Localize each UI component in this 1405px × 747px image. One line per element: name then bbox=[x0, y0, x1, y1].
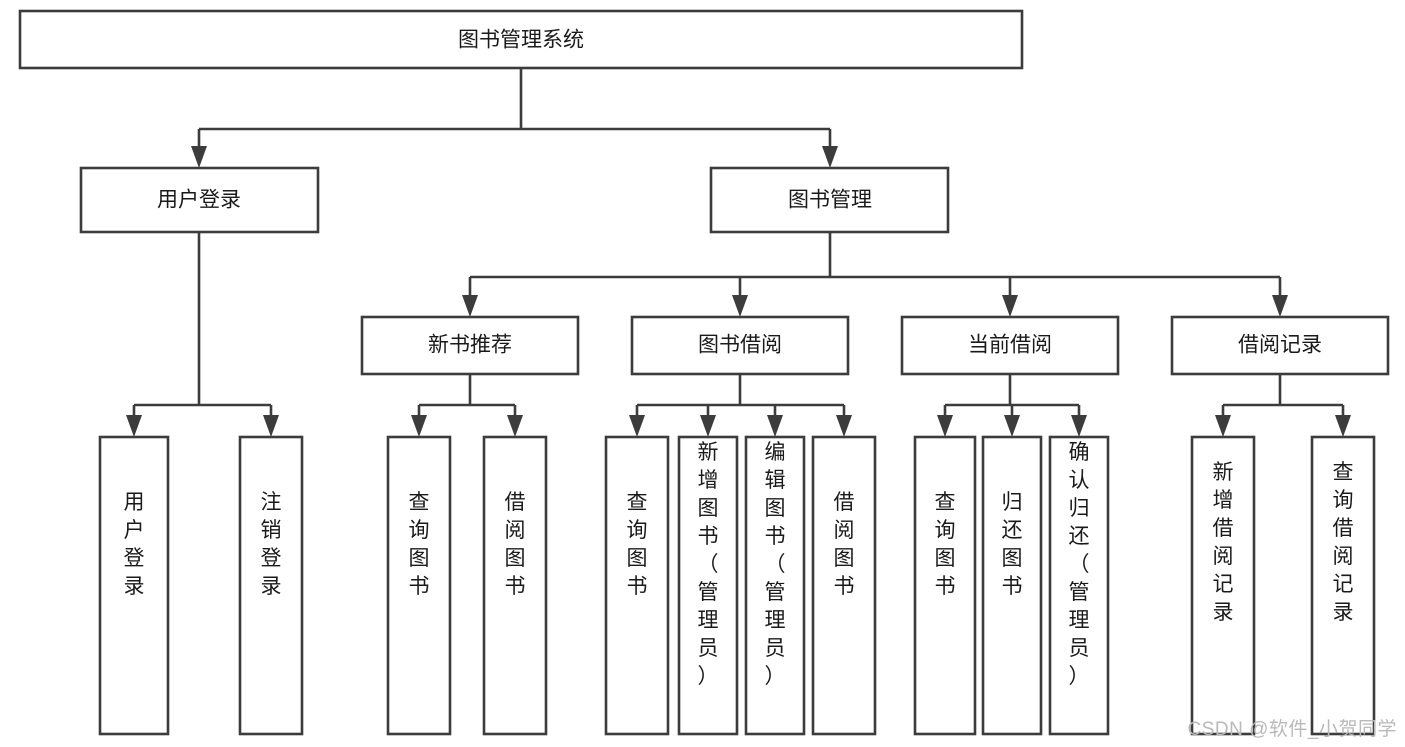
node-leaf-query-book-2[interactable]: 查询图书 bbox=[604, 435, 670, 736]
node-leaf-user-login[interactable]: 用户登录 bbox=[98, 435, 170, 736]
arrowhead-current-borrow bbox=[1002, 295, 1018, 317]
node-box-book-management-system[interactable] bbox=[18, 9, 1024, 70]
node-leaf-query-record[interactable]: 查询借阅记录 bbox=[1310, 435, 1376, 736]
node-book-management-system[interactable]: 图书管理系统 bbox=[18, 9, 1024, 70]
node-leaf-confirm-return[interactable]: 确认归还（管理员） bbox=[1048, 435, 1110, 736]
node-box-user-login[interactable] bbox=[79, 166, 320, 234]
node-label-leaf-query-book-1: 查询图书 bbox=[409, 491, 430, 598]
arrowhead-leaf-query-book-3 bbox=[937, 415, 953, 437]
node-box-leaf-add-book[interactable] bbox=[677, 435, 739, 736]
node-box-leaf-user-login[interactable] bbox=[98, 435, 170, 736]
node-box-leaf-logout[interactable] bbox=[238, 435, 304, 736]
arrowhead-new-book-recommend bbox=[462, 295, 478, 317]
node-label-leaf-query-book-2: 查询图书 bbox=[627, 491, 648, 598]
node-leaf-query-book-1[interactable]: 查询图书 bbox=[386, 435, 452, 736]
connector-group-root bbox=[191, 68, 838, 168]
node-current-borrow[interactable]: 当前借阅 bbox=[900, 315, 1120, 376]
node-box-leaf-query-book-2[interactable] bbox=[604, 435, 670, 736]
connector-group-book-borrow bbox=[629, 374, 852, 437]
node-box-leaf-query-book-3[interactable] bbox=[913, 435, 977, 736]
node-label-leaf-user-login: 用户登录 bbox=[124, 491, 145, 598]
node-box-leaf-borrow-book-1[interactable] bbox=[482, 435, 548, 736]
node-label-leaf-query-record: 查询借阅记录 bbox=[1333, 461, 1354, 624]
node-leaf-query-book-3[interactable]: 查询图书 bbox=[913, 435, 977, 736]
node-box-book-borrow[interactable] bbox=[630, 315, 850, 376]
arrowhead-leaf-borrow-book-1 bbox=[507, 415, 523, 437]
arrowhead-borrow-record bbox=[1272, 295, 1288, 317]
node-label-book-management: 图书管理 bbox=[788, 189, 872, 212]
node-label-leaf-logout: 注销登录 bbox=[261, 491, 282, 598]
node-label-leaf-borrow-book-2: 借阅图书 bbox=[834, 491, 855, 598]
node-label-leaf-query-book-3: 查询图书 bbox=[935, 491, 956, 598]
node-borrow-record[interactable]: 借阅记录 bbox=[1170, 315, 1390, 376]
arrowhead-leaf-logout bbox=[263, 415, 279, 437]
arrowhead-leaf-borrow-book-2 bbox=[836, 415, 852, 437]
node-label-leaf-return-book: 归还图书 bbox=[1002, 491, 1023, 598]
node-box-book-management[interactable] bbox=[709, 166, 950, 234]
arrowhead-leaf-add-record bbox=[1215, 415, 1231, 437]
node-leaf-borrow-book-2[interactable]: 借阅图书 bbox=[811, 435, 877, 736]
node-label-current-borrow: 当前借阅 bbox=[968, 334, 1052, 357]
node-label-new-book-recommend: 新书推荐 bbox=[428, 334, 512, 357]
arrowhead-leaf-edit-book bbox=[767, 415, 783, 437]
node-book-borrow[interactable]: 图书借阅 bbox=[630, 315, 850, 376]
node-leaf-return-book[interactable]: 归还图书 bbox=[981, 435, 1043, 736]
node-leaf-add-book[interactable]: 新增图书（管理员） bbox=[677, 435, 739, 736]
node-label-leaf-borrow-book-1: 借阅图书 bbox=[505, 491, 526, 598]
arrowhead-user-login bbox=[191, 146, 207, 168]
node-box-new-book-recommend[interactable] bbox=[360, 315, 580, 376]
connector-group-current-borrow bbox=[937, 374, 1087, 437]
node-box-leaf-borrow-book-2[interactable] bbox=[811, 435, 877, 736]
node-label-leaf-confirm-return: 确认归还（管理员） bbox=[1069, 441, 1090, 688]
node-book-management[interactable]: 图书管理 bbox=[709, 166, 950, 234]
node-box-borrow-record[interactable] bbox=[1170, 315, 1390, 376]
node-box-leaf-query-book-1[interactable] bbox=[386, 435, 452, 736]
node-leaf-borrow-book-1[interactable]: 借阅图书 bbox=[482, 435, 548, 736]
node-box-leaf-add-record[interactable] bbox=[1190, 435, 1256, 736]
arrowhead-leaf-user-login bbox=[126, 415, 142, 437]
arrowhead-book-borrow bbox=[732, 295, 748, 317]
arrowhead-leaf-query-book-1 bbox=[411, 415, 427, 437]
node-label-leaf-edit-book: 编辑图书（管理员） bbox=[765, 441, 786, 688]
connector-group-book-management bbox=[462, 232, 1288, 317]
node-leaf-add-record[interactable]: 新增借阅记录 bbox=[1190, 435, 1256, 736]
node-leaf-logout[interactable]: 注销登录 bbox=[238, 435, 304, 736]
node-user-login[interactable]: 用户登录 bbox=[79, 166, 320, 234]
connector-group-borrow-record bbox=[1215, 374, 1351, 437]
arrowhead-leaf-query-record bbox=[1335, 415, 1351, 437]
connector-group-user-login bbox=[126, 232, 279, 437]
node-box-leaf-return-book[interactable] bbox=[981, 435, 1043, 736]
arrowhead-leaf-return-book bbox=[1004, 415, 1020, 437]
connector-group-new-book-recommend bbox=[411, 374, 523, 437]
node-label-user-login: 用户登录 bbox=[157, 189, 241, 212]
node-box-leaf-confirm-return[interactable] bbox=[1048, 435, 1110, 736]
node-box-leaf-query-record[interactable] bbox=[1310, 435, 1376, 736]
node-label-leaf-add-record: 新增借阅记录 bbox=[1213, 461, 1234, 624]
node-label-book-management-system: 图书管理系统 bbox=[458, 29, 584, 52]
arrowhead-leaf-query-book-2 bbox=[629, 415, 645, 437]
node-new-book-recommend[interactable]: 新书推荐 bbox=[360, 315, 580, 376]
node-label-book-borrow: 图书借阅 bbox=[698, 334, 782, 357]
node-leaf-edit-book[interactable]: 编辑图书（管理员） bbox=[744, 435, 806, 736]
arrowhead-book-management bbox=[822, 146, 838, 168]
node-label-borrow-record: 借阅记录 bbox=[1238, 334, 1322, 357]
node-box-leaf-edit-book[interactable] bbox=[744, 435, 806, 736]
arrowhead-leaf-confirm-return bbox=[1071, 415, 1087, 437]
arrowhead-leaf-add-book bbox=[700, 415, 716, 437]
node-label-leaf-add-book: 新增图书（管理员） bbox=[698, 441, 719, 688]
node-box-current-borrow[interactable] bbox=[900, 315, 1120, 376]
